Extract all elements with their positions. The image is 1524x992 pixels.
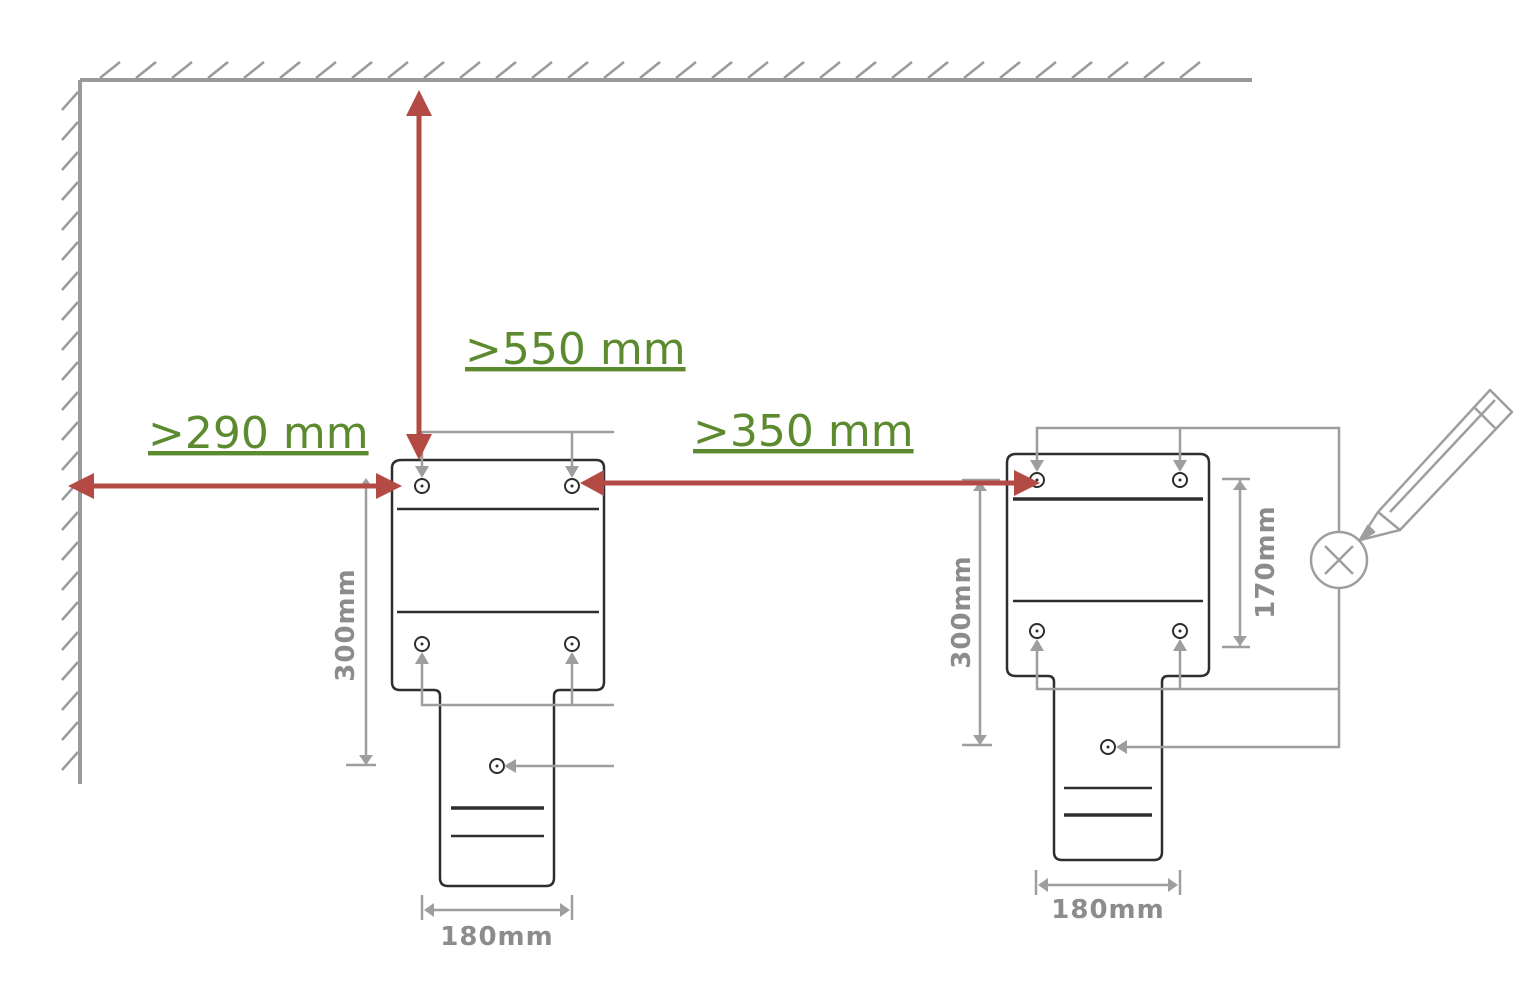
hatch-mark xyxy=(531,61,553,79)
hatch-mark xyxy=(61,661,79,681)
hatch-mark xyxy=(99,61,121,79)
hatch-mark xyxy=(315,61,337,79)
hatch-mark xyxy=(351,61,373,79)
hatch-mark xyxy=(61,571,79,591)
hatch-mark xyxy=(61,301,79,321)
hatch-mark xyxy=(783,61,805,79)
hatch-mark xyxy=(495,61,517,79)
hatch-mark xyxy=(61,511,79,531)
hatch-mark xyxy=(61,181,79,201)
hatch-mark xyxy=(855,61,877,79)
hatch-mark xyxy=(61,241,79,261)
hatch-mark xyxy=(61,151,79,171)
between-clearance-label: >350 mm xyxy=(693,406,914,457)
hatch-mark xyxy=(61,691,79,711)
hatch-mark xyxy=(61,541,79,561)
hatch-mark xyxy=(279,61,301,79)
hatch-mark xyxy=(891,61,913,79)
hatch-mark xyxy=(1179,61,1201,79)
hatch-mark xyxy=(61,631,79,651)
right-height-dimension: 300mm xyxy=(947,478,1000,747)
right-plate-leaders xyxy=(1030,426,1341,754)
hatch-mark xyxy=(61,751,79,771)
hatch-mark xyxy=(567,61,589,79)
hatch-mark xyxy=(1071,61,1093,79)
hatch-mark xyxy=(207,61,229,79)
hatch-mark xyxy=(61,361,79,381)
hatch-mark xyxy=(1107,61,1129,79)
right-plate-outline xyxy=(1005,452,1211,862)
hatch-mark xyxy=(819,61,841,79)
hatch-mark xyxy=(675,61,697,79)
hatch-mark xyxy=(243,61,265,79)
left-plate-outline xyxy=(390,458,606,888)
right-height-label: 300mm xyxy=(947,555,977,668)
hatch-mark xyxy=(603,61,625,79)
between-clearance-arrow xyxy=(580,470,1040,496)
cross-circle-icon xyxy=(1309,530,1369,590)
hatch-mark xyxy=(135,61,157,79)
hatch-mark xyxy=(927,61,949,79)
hatch-mark xyxy=(387,61,409,79)
top-clearance-label: >550 mm xyxy=(465,324,686,375)
hatch-mark xyxy=(171,61,193,79)
hatch-mark xyxy=(61,211,79,231)
left-mounting-plate: 300mm 180mm xyxy=(331,430,614,952)
pencil-icon xyxy=(1358,388,1514,542)
hatch-mark xyxy=(639,61,661,79)
wall-hatching xyxy=(61,91,79,771)
hatch-mark xyxy=(711,61,733,79)
hatch-mark xyxy=(999,61,1021,79)
top-clearance-arrow xyxy=(406,90,432,460)
hatch-mark xyxy=(61,421,79,441)
left-height-label: 300mm xyxy=(331,568,361,681)
right-width-dimension: 180mm xyxy=(1034,870,1182,925)
hatch-mark xyxy=(1035,61,1057,79)
hatch-mark xyxy=(61,451,79,471)
hatch-mark xyxy=(61,271,79,291)
hatch-mark xyxy=(747,61,769,79)
right-plate-holes xyxy=(1029,472,1188,755)
left-clearance-label: >290 mm xyxy=(148,408,369,459)
hatch-mark xyxy=(61,721,79,741)
left-width-dimension: 180mm xyxy=(420,895,574,952)
right-mounting-plate: 300mm 170mm 180mm xyxy=(947,426,1341,925)
ceiling-hatching xyxy=(99,61,1201,79)
hatch-mark xyxy=(61,601,79,621)
hatch-mark xyxy=(61,91,79,111)
right-hole-spacing-dimension: 170mm xyxy=(1222,477,1281,649)
wall-corner xyxy=(61,61,1252,784)
hatch-mark xyxy=(423,61,445,79)
left-clearance-arrow xyxy=(68,473,402,499)
hatch-mark xyxy=(61,391,79,411)
left-width-label: 180mm xyxy=(440,922,553,952)
left-height-dimension: 300mm xyxy=(331,478,376,767)
hatch-mark xyxy=(459,61,481,79)
hatch-mark xyxy=(61,331,79,351)
hatch-mark xyxy=(963,61,985,79)
clearance-arrows xyxy=(68,90,1040,499)
right-width-label: 180mm xyxy=(1051,895,1164,925)
left-plate-leaders xyxy=(415,430,614,773)
hatch-mark xyxy=(61,121,79,141)
right-hole-spacing-label: 170mm xyxy=(1251,505,1281,618)
hatch-mark xyxy=(1143,61,1165,79)
